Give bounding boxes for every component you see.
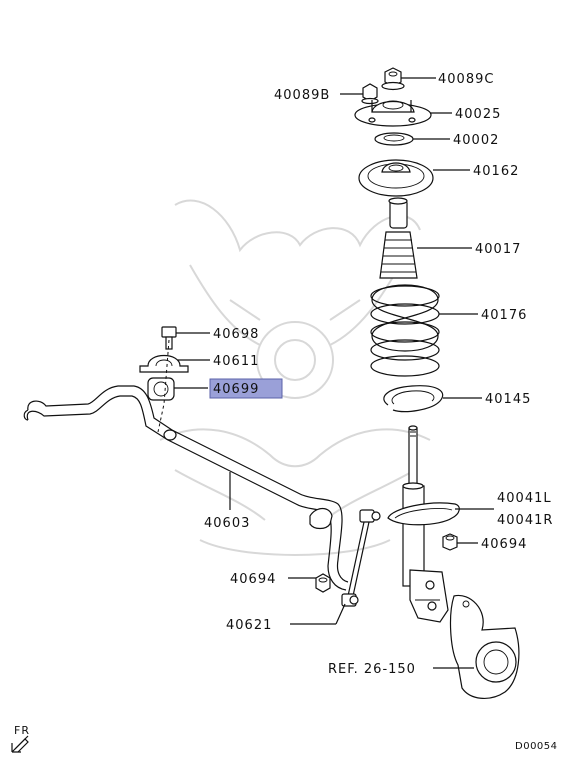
label-40621[interactable]: 40621	[226, 618, 272, 633]
label-ref-26-150[interactable]: REF. 26-150	[328, 662, 416, 677]
bolt-40698	[161, 326, 177, 350]
label-40089C[interactable]: 40089C	[438, 72, 494, 87]
stabilizer-link-40621	[341, 509, 381, 607]
nut-40694-upper	[442, 533, 458, 551]
front-direction-arrow-icon	[11, 735, 29, 753]
bearing-40002	[374, 132, 414, 146]
label-40611[interactable]: 40611	[213, 354, 259, 369]
label-40089B[interactable]: 40089B	[274, 88, 330, 103]
nut-40089B	[361, 83, 379, 105]
label-40162[interactable]: 40162	[473, 164, 519, 179]
coil-spring-40176	[370, 284, 440, 377]
label-40603[interactable]: 40603	[204, 516, 250, 531]
spring-seat-40162	[358, 159, 434, 197]
label-40145[interactable]: 40145	[485, 392, 531, 407]
label-40699[interactable]: 40699	[213, 382, 259, 397]
dust-boot-40017	[379, 197, 418, 279]
label-40025[interactable]: 40025	[455, 107, 501, 122]
steering-knuckle-ref	[449, 594, 520, 699]
label-40041R[interactable]: 40041R	[497, 513, 553, 528]
nut-40694-lower	[315, 573, 331, 593]
label-40002[interactable]: 40002	[453, 133, 499, 148]
label-40698[interactable]: 40698	[213, 327, 259, 342]
flange-nut-40089C	[381, 67, 405, 91]
label-40041L[interactable]: 40041L	[497, 491, 552, 506]
spring-pad-40145	[383, 385, 444, 413]
label-40017[interactable]: 40017	[475, 242, 521, 257]
front-direction-label: FR	[14, 724, 30, 737]
stabilizer-bar-40603	[23, 385, 349, 591]
strut-mount-40025	[354, 100, 432, 127]
bushing-40699	[147, 377, 175, 401]
strut-assembly-40041	[387, 425, 460, 623]
diagram-code: D00054	[515, 741, 558, 752]
leader-40621-a	[335, 603, 346, 625]
label-40694-lower[interactable]: 40694	[230, 572, 276, 587]
bracket-40611	[139, 354, 189, 373]
label-40176[interactable]: 40176	[481, 308, 527, 323]
label-40694-upper[interactable]: 40694	[481, 537, 527, 552]
callout-highlight-40699[interactable]	[209, 378, 283, 399]
